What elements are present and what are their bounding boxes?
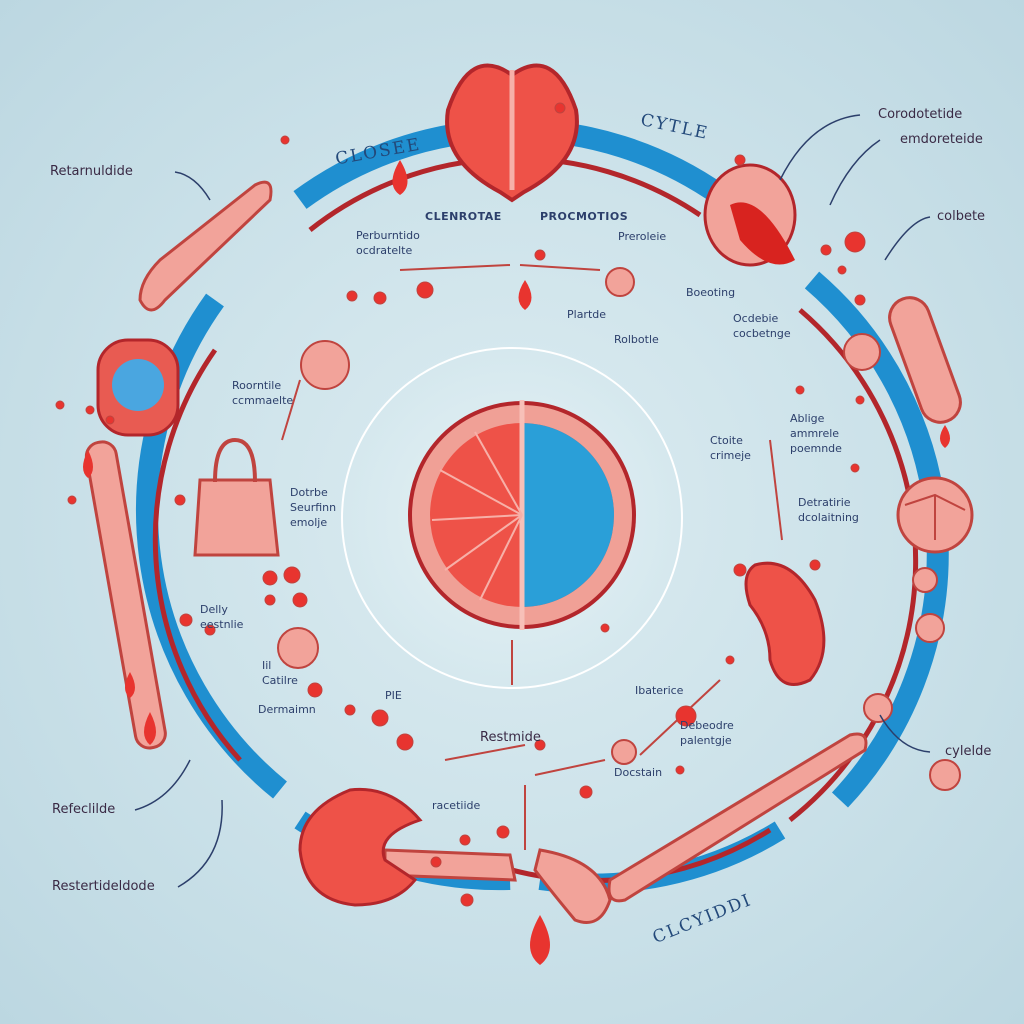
label-rolbotle: Rolbotle [614, 333, 659, 346]
blood-cell-dot [863, 693, 893, 723]
label-racetiide: racetiide [432, 799, 481, 812]
label-restmide: Restmide [480, 730, 541, 745]
label-plartde: Plartde [567, 308, 607, 321]
label-ibaterice: Ibaterice [635, 684, 684, 697]
blood-cell-dot [844, 231, 866, 253]
blood-cell-dot [605, 267, 635, 297]
blood-cell-dot [283, 566, 301, 584]
blood-cell-dot [307, 682, 323, 698]
label-bottom-right: cylelde [945, 744, 992, 759]
label-top-left: Retarnuldide [50, 164, 133, 179]
blood-cell-dot [855, 395, 865, 405]
blood-cell-dot [280, 135, 290, 145]
blood-cell-dot [416, 281, 434, 299]
blood-cell-dot [854, 294, 866, 306]
blood-cell-dot [734, 154, 746, 166]
blood-cell-dot [554, 102, 566, 114]
blood-cell-dot [675, 765, 685, 775]
blood-drops [83, 160, 950, 965]
blood-cell-dot [837, 265, 847, 275]
cell-disc-right [896, 476, 974, 554]
blood-cell-dot [204, 624, 216, 636]
blood-cell-dot [174, 494, 186, 506]
blood-cell-dot [929, 759, 961, 791]
blood-cell-dot [912, 567, 938, 593]
flow-arrows [281, 264, 783, 850]
blood-cell-dot [579, 785, 593, 799]
label-right: colbete [937, 209, 986, 224]
label-dermaimn: Dermaimn [258, 703, 316, 716]
label-top-right-1: Corodotetide [878, 107, 963, 122]
blood-cell-dot [795, 385, 805, 395]
segmented-cell-bottom [298, 787, 423, 907]
blood-cell-dot [396, 733, 414, 751]
blood-cell-dot [85, 405, 95, 415]
blood-cell-dot [809, 559, 821, 571]
label-top-right-2: emdoreteide [900, 132, 983, 147]
blood-cell-dot [850, 463, 860, 473]
label-docstain: Docstain [614, 766, 663, 779]
blood-cell-dot [459, 834, 471, 846]
blood-cell-dot [179, 613, 193, 627]
label-pie: PIE [385, 689, 402, 702]
blood-cell-dot [262, 570, 278, 586]
blood-cell-dot [105, 415, 115, 425]
blood-cell-dot [67, 495, 77, 505]
blood-cell-dot [820, 244, 832, 256]
blood-cell-dot [843, 333, 881, 371]
central-cell [408, 400, 636, 630]
label-boeoting: Boeoting [686, 286, 736, 299]
heading-right: PROCMOTIOS [540, 210, 629, 223]
blood-cell-dot [55, 400, 65, 410]
blood-cell-dot [496, 825, 510, 839]
blood-cell-dot [611, 739, 637, 765]
blood-cell-dot [600, 623, 610, 633]
blood-cell-dot [371, 709, 389, 727]
blood-cell-dot [725, 655, 735, 665]
blood-cell-dot [733, 563, 747, 577]
blood-cell-dot [292, 592, 308, 608]
label-bottom-left-2: Restertideldode [52, 879, 155, 894]
blood-cell-dot [300, 340, 350, 390]
blood-cell-dot [534, 739, 546, 751]
blood-cell-dot [915, 613, 945, 643]
red-cell-kidney [744, 561, 826, 686]
blood-cell-dot [264, 594, 276, 606]
label-bottom-left-1: Refeclilde [52, 802, 116, 817]
vessel-cross-section [703, 163, 797, 267]
leader-lines [134, 114, 931, 888]
blood-cell-dot [373, 291, 387, 305]
blood-cell-dots [55, 102, 961, 907]
pink-vessels [84, 180, 962, 924]
blood-cell-dot [277, 627, 319, 669]
label-preroleie: Preroleie [618, 230, 667, 243]
blood-cell-dot [344, 704, 356, 716]
receptor-shield [96, 338, 180, 437]
blood-cell-dot [346, 290, 358, 302]
blood-cell-dot [675, 705, 697, 727]
heart-illustration [445, 63, 579, 203]
blood-cell-dot [534, 249, 546, 261]
blood-cell-dot [430, 856, 442, 868]
heading-left: CLENROTAE [425, 210, 502, 223]
bag-icon [193, 437, 280, 557]
blood-cell-dot [460, 893, 474, 907]
